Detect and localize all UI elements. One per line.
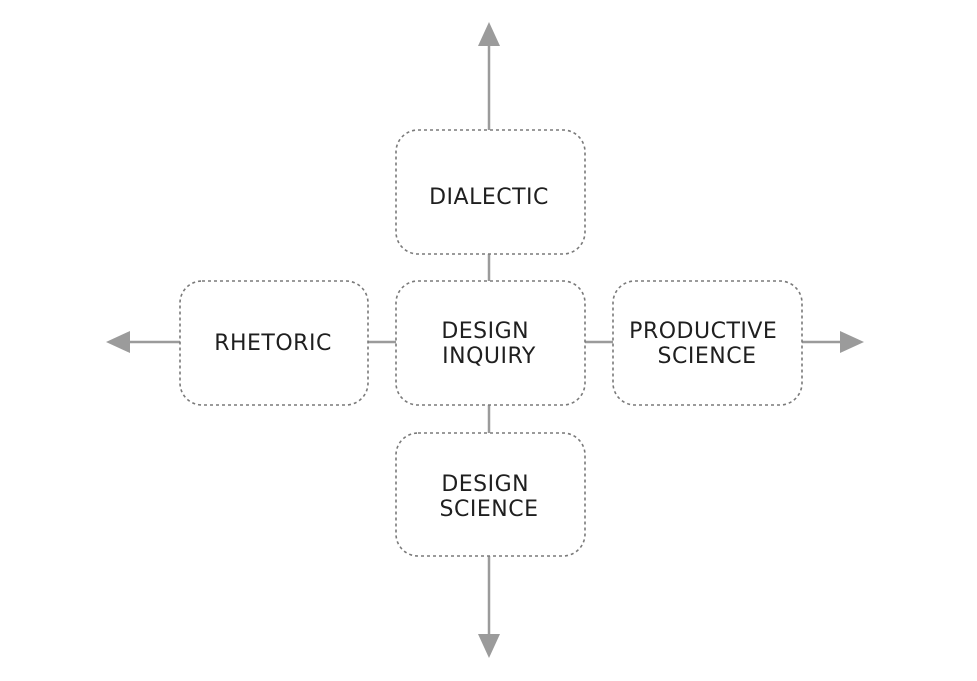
- node-design-science-label-line-2: SCIENCE: [440, 497, 539, 522]
- arrow-down-head: [478, 634, 500, 658]
- node-productive-science-label-line-1: PRODUCTIVE: [629, 319, 777, 344]
- node-design-inquiry-label-line-2: INQUIRY: [442, 344, 536, 369]
- arrow-left-head: [106, 331, 130, 353]
- node-rhetoric-box: [179, 280, 369, 406]
- node-design-science: DESIGN SCIENCE: [395, 432, 586, 557]
- node-design-inquiry-label-line-1: DESIGN: [441, 319, 529, 344]
- node-dialectic-box: [395, 129, 586, 255]
- node-design-science-box: [395, 432, 586, 557]
- node-productive-science: PRODUCTIVE SCIENCE: [612, 280, 803, 406]
- node-productive-science-box: [612, 280, 803, 406]
- arrow-left: [106, 331, 180, 353]
- node-design-science-label: DESIGN SCIENCE: [440, 472, 539, 522]
- node-design-science-label-line-1: DESIGN: [441, 472, 529, 497]
- node-design-inquiry: DESIGN INQUIRY: [395, 280, 586, 406]
- arrow-right: [802, 331, 864, 353]
- node-design-inquiry-label: DESIGN INQUIRY: [441, 319, 536, 369]
- node-dialectic: DIALECTIC: [395, 129, 586, 255]
- node-productive-science-label-line-2: SCIENCE: [658, 344, 757, 369]
- arrow-up: [478, 22, 500, 130]
- node-dialectic-label: DIALECTIC: [429, 185, 549, 210]
- node-dialectic-label-line: DIALECTIC: [429, 185, 549, 210]
- node-rhetoric-label: RHETORIC: [214, 331, 332, 356]
- node-rhetoric: RHETORIC: [179, 280, 369, 406]
- node-design-inquiry-box: [395, 280, 586, 406]
- node-rhetoric-label-line: RHETORIC: [214, 331, 332, 356]
- arrow-right-head: [840, 331, 864, 353]
- arrow-down: [478, 556, 500, 658]
- node-productive-science-label: PRODUCTIVE SCIENCE: [629, 319, 785, 369]
- arrow-up-head: [478, 22, 500, 46]
